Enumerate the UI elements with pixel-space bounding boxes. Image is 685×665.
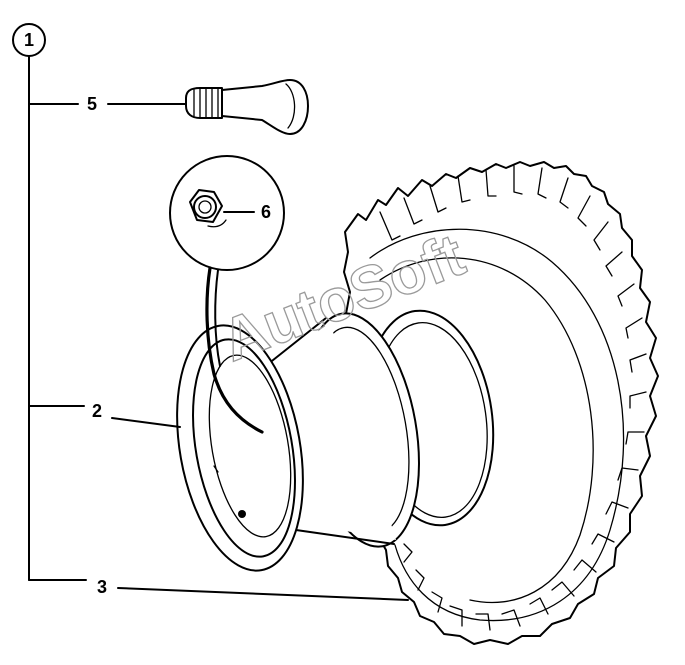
callout-2-leader	[111, 417, 181, 428]
callout-3-label: 3	[97, 577, 107, 597]
callout-2-label: 2	[92, 401, 102, 421]
valve-body-highlight	[285, 83, 296, 129]
callout-tree: 1 5 6 2 3	[12, 23, 409, 601]
nut-hex	[189, 189, 223, 223]
valve-stem	[185, 79, 309, 135]
nut-detail	[169, 155, 285, 434]
nut-pointer-line	[205, 266, 264, 434]
rim-barrel	[262, 322, 396, 540]
nut-hole	[198, 200, 212, 214]
rim-detail-mark	[213, 465, 219, 473]
rim-barrel-bottom-edge	[295, 529, 395, 545]
nut-detail-circle	[169, 155, 285, 271]
valve-cap-knurling	[193, 88, 219, 118]
rim-valve-hole	[238, 510, 246, 518]
valve-cap	[185, 87, 223, 119]
rim-front-flange-inner	[192, 338, 296, 558]
tire-sidewall-outer	[369, 228, 625, 622]
valve-body	[221, 79, 309, 135]
callout-6-label: 6	[261, 202, 271, 222]
rim	[176, 312, 420, 572]
assembly-callout-label: 1	[24, 30, 34, 50]
callout-5-label: 5	[87, 94, 97, 114]
nut-pointer-line-inner	[214, 269, 221, 367]
nut-face	[193, 195, 217, 219]
rim-front-flange	[176, 324, 304, 572]
tire-tread-lugs	[379, 165, 647, 631]
tire-sidewall-inner	[379, 257, 594, 604]
rim-disc-well	[208, 354, 292, 538]
callout-3-leader	[117, 587, 409, 601]
nut-shadow	[207, 219, 227, 228]
